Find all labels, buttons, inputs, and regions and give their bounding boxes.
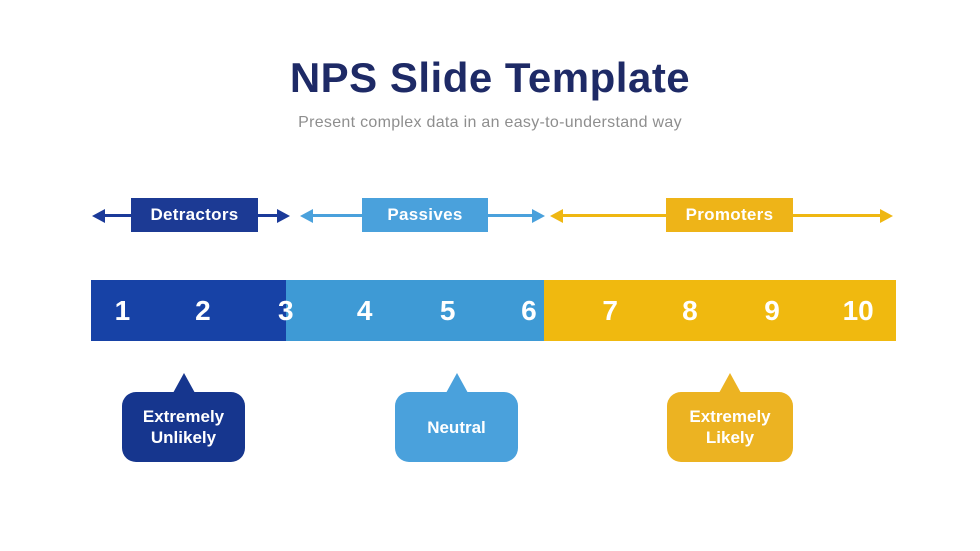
promoters-label: Promoters xyxy=(666,198,793,232)
scale-number-7: 7 xyxy=(602,294,619,326)
nps-scale-bar: 1 2 3 4 5 6 7 8 9 10 xyxy=(91,280,896,341)
extremely-likely-callout: Extremely Likely xyxy=(667,373,793,462)
scale-number-1: 1 xyxy=(114,294,131,326)
detractors-segment xyxy=(91,280,286,341)
pointer-up-icon xyxy=(172,373,195,393)
page-subtitle: Present complex data in an easy-to-under… xyxy=(298,114,682,131)
scale-number-4: 4 xyxy=(356,294,373,326)
arrow-left-icon xyxy=(300,209,313,223)
page-title: NPS Slide Template xyxy=(289,54,691,101)
arrow-left-icon xyxy=(550,209,563,223)
scale-number-10: 10 xyxy=(842,294,874,326)
pointer-up-icon xyxy=(719,373,741,393)
arrow-right-icon xyxy=(880,209,893,223)
scale-number-5: 5 xyxy=(439,294,456,326)
scale-number-6: 6 xyxy=(521,294,537,326)
detractors-label: Detractors xyxy=(131,198,258,232)
arrow-right-icon xyxy=(532,209,545,223)
arrow-right-icon xyxy=(277,209,290,223)
scale-number-3: 3 xyxy=(278,294,294,326)
passives-arrow-group: Passives xyxy=(300,198,545,232)
extremely-unlikely-callout: Extremely Unlikely xyxy=(122,373,245,462)
scale-number-9: 9 xyxy=(764,294,780,326)
detractors-arrow-group: Detractors xyxy=(92,198,290,232)
callout-label: Extremely Likely xyxy=(667,392,793,462)
neutral-callout: Neutral xyxy=(395,373,518,462)
callout-label: Neutral xyxy=(395,392,518,462)
promoters-segment xyxy=(543,280,896,341)
scale-number-8: 8 xyxy=(682,294,698,326)
pointer-up-icon xyxy=(445,373,468,393)
callout-label: Extremely Unlikely xyxy=(122,392,245,462)
promoters-arrow-group: Promoters xyxy=(550,198,893,232)
arrow-left-icon xyxy=(92,209,105,223)
passives-label: Passives xyxy=(362,198,488,232)
scale-number-2: 2 xyxy=(195,294,211,326)
passives-segment xyxy=(285,280,544,341)
